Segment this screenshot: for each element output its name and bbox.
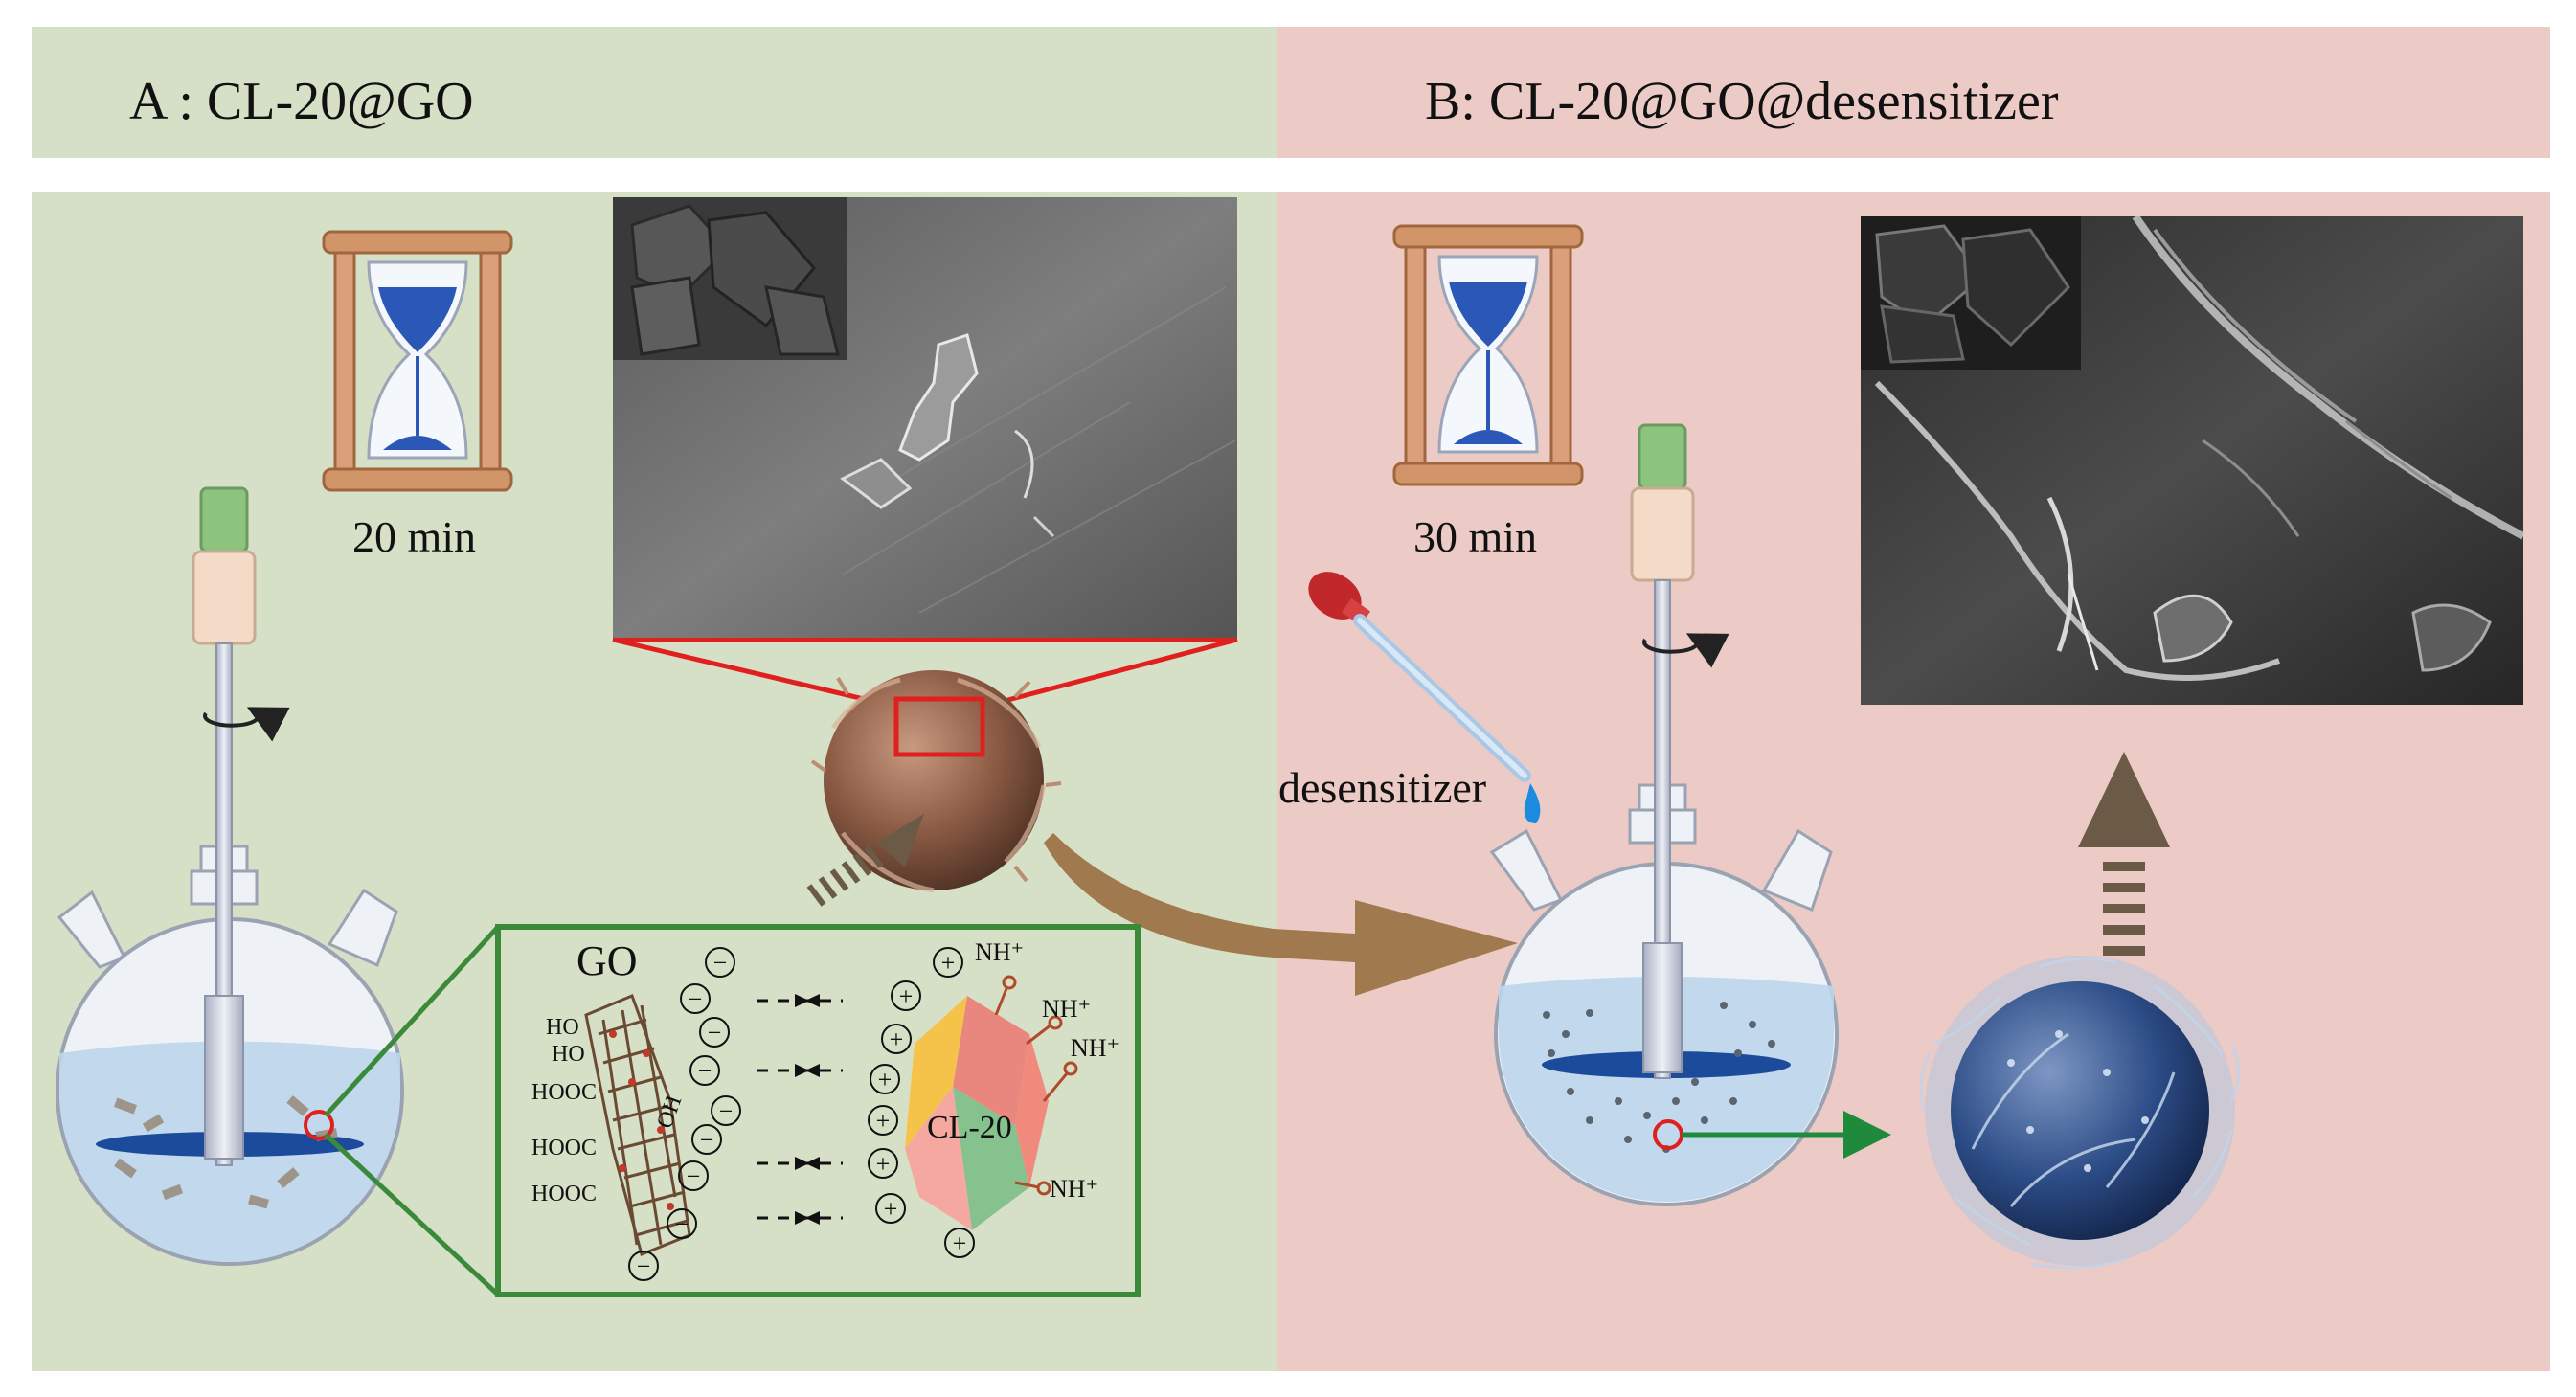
- functional-group-label: HO: [546, 1015, 579, 1040]
- process-arrow: [1044, 833, 1518, 996]
- panel-b-header: [1277, 27, 2550, 158]
- reaction-flask-b: [1489, 423, 1839, 1206]
- sem-image-panel-a: [613, 197, 1237, 638]
- svg-text:+: +: [884, 1195, 898, 1223]
- panel-a-header: [32, 27, 1277, 158]
- positive-charges: + + + + + + + +: [868, 947, 975, 1258]
- mechanism-callout-top: [324, 925, 500, 1117]
- amine-label: NH⁺: [975, 938, 1024, 966]
- svg-text:+: +: [941, 949, 956, 977]
- panel-a-time-label: 20 min: [352, 512, 476, 561]
- svg-text:+: +: [890, 1025, 904, 1053]
- cl20-go-desensitizer-particle: [1919, 956, 2240, 1270]
- hourglass-icon: [1392, 224, 1584, 486]
- negative-charges: − − − − − − − − −: [628, 947, 741, 1281]
- amine-label: NH⁺: [1042, 995, 1091, 1023]
- svg-text:−: −: [675, 1210, 689, 1238]
- svg-text:−: −: [713, 949, 728, 977]
- dropper-label: desensitizer: [1278, 763, 1486, 812]
- hourglass-icon: [322, 230, 513, 492]
- striped-arrow-icon: [806, 814, 924, 907]
- svg-text:+: +: [876, 1150, 891, 1178]
- svg-text:+: +: [876, 1107, 891, 1135]
- functional-group-label: HOOC: [531, 1080, 597, 1105]
- svg-text:−: −: [719, 1097, 734, 1125]
- svg-text:−: −: [637, 1252, 651, 1280]
- mechanism-inset: GO HO HO HOOC HOOC HOOC OH − − − − − − −…: [495, 924, 1141, 1297]
- functional-group-label: HO: [552, 1042, 585, 1067]
- svg-text:+: +: [878, 1066, 893, 1093]
- cl20-go-particle: [810, 670, 1062, 893]
- svg-text:+: +: [953, 1229, 967, 1257]
- svg-text:−: −: [687, 1162, 701, 1190]
- sem-image-panel-b: [1861, 214, 2525, 705]
- svg-text:+: +: [899, 982, 914, 1010]
- zoom-line-right: [982, 637, 1238, 710]
- functional-group-label: HOOC: [531, 1182, 597, 1206]
- cl20-crystal: CL-20: [905, 996, 1049, 1230]
- reaction-flask-a: [56, 486, 404, 1266]
- svg-text:−: −: [708, 1019, 722, 1047]
- svg-text:−: −: [689, 985, 703, 1013]
- go-label: GO: [576, 937, 638, 984]
- mechanism-callout-bottom: [324, 1133, 500, 1296]
- zoom-frame: [613, 638, 1237, 642]
- striped-arrow-up-icon: [2078, 752, 2170, 956]
- svg-text:−: −: [698, 1057, 712, 1085]
- functional-group-label: HOOC: [531, 1136, 597, 1160]
- panel-a-title: A : CL-20@GO: [129, 72, 474, 131]
- svg-text:−: −: [700, 1126, 714, 1154]
- dropper-icon: [1308, 572, 1541, 823]
- cl20-label: CL-20: [927, 1110, 1012, 1145]
- zoom-line-left: [612, 637, 897, 710]
- amine-label: NH⁺: [1071, 1034, 1119, 1062]
- amine-label: NH⁺: [1050, 1175, 1098, 1203]
- panel-b-time-label: 30 min: [1413, 512, 1537, 561]
- panel-b-title: B: CL-20@GO@desensitizer: [1425, 72, 2059, 131]
